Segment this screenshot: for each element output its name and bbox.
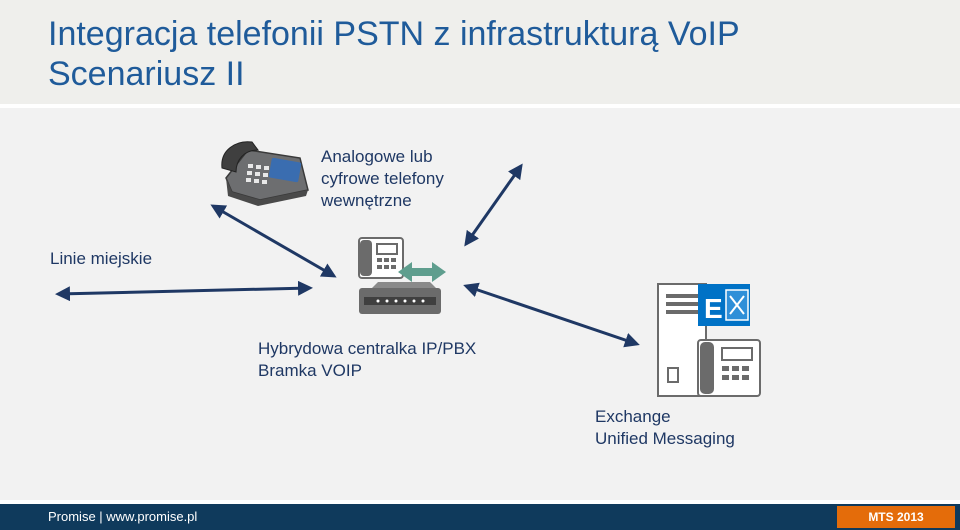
internal-phones-label-line-2: cyfrowe telefony (321, 169, 444, 188)
exchange-server-icon: E (657, 283, 761, 397)
city-lines-label: Linie miejskie (50, 249, 153, 268)
exchange-logo-letter: E (704, 293, 723, 324)
arrow-pbx-to-exchange (463, 282, 640, 348)
pbx-label: Hybrydowa centralka IP/PBX Bramka VOIP (258, 338, 476, 382)
slide-title: Integracja telefonii PSTN z infrastruktu… (48, 14, 740, 94)
footer-brand-link[interactable]: Promise | www.promise.pl (48, 509, 198, 524)
internal-phones-label-line-1: Analogowe lub (321, 147, 433, 166)
title-line-1: Integracja telefonii PSTN z infrastruktu… (48, 15, 740, 53)
internal-phones-label: Analogowe lub cyfrowe telefony wewnętrzn… (321, 146, 444, 212)
title-line-2: Scenariusz II (48, 55, 245, 93)
footer-bar: Promise | www.promise.pl MTS 2013 (0, 504, 960, 530)
arrow-phone-to-pbx (210, 204, 337, 278)
desk-phone-icon (221, 141, 309, 206)
internal-phones-label-line-3: wewnętrzne (321, 191, 412, 210)
title-bar: Integracja telefonii PSTN z infrastruktu… (0, 0, 960, 106)
exchange-label-line-2: Unified Messaging (595, 429, 735, 448)
mts-badge: MTS 2013 (837, 506, 955, 528)
pbx-label-line-1: Hybrydowa centralka IP/PBX (258, 339, 477, 358)
arrow-diagonal-up (464, 163, 523, 247)
exchange-label-line-1: Exchange (595, 407, 671, 426)
arrow-city-lines (55, 280, 313, 302)
pbx-label-line-2: Bramka VOIP (258, 361, 362, 380)
exchange-label: Exchange Unified Messaging (595, 406, 735, 450)
ip-pbx-icon (358, 237, 446, 314)
